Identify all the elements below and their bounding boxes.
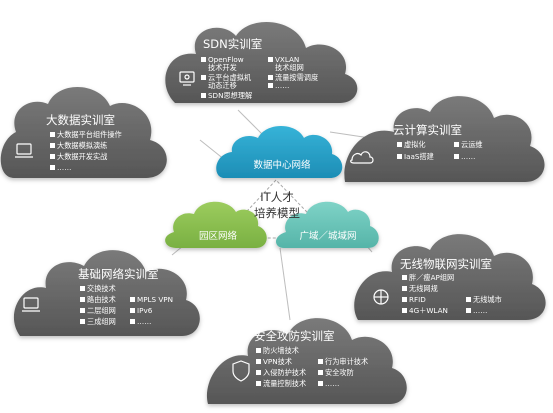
sdn-lab-cloud — [165, 22, 358, 104]
sdn-item: SDN思想理解 — [201, 91, 252, 100]
sdn-item: 云平台虚拟机 — [201, 73, 251, 82]
sdn-item: 技术开发 — [208, 63, 237, 72]
basic-lab-cloud — [13, 250, 200, 336]
basic-item: …… — [130, 317, 151, 326]
basic-lab-title: 基础网络实训室 — [78, 267, 159, 281]
cloud-item: IaaS搭建 — [397, 152, 434, 161]
hub-label-wan: 广域／城域网 — [299, 231, 357, 242]
sdn-item: OpenFlow — [201, 55, 244, 64]
iot-lab-title: 无线物联网实训室 — [400, 257, 492, 271]
basic-item: MPLS VPN — [130, 295, 173, 304]
sdn-item: 技术组网 — [275, 63, 304, 72]
connector-line — [329, 131, 371, 139]
connector-line — [199, 139, 226, 161]
iot-item: 胖／瘦AP组网 — [402, 273, 454, 282]
bigdata-icon — [15, 143, 33, 158]
sdn-item: 动态迁移 — [208, 81, 237, 90]
cloud-item: …… — [454, 152, 475, 161]
center-label: IT人才 培养模型 — [237, 190, 317, 221]
security-item: 防火墙技术 — [256, 346, 299, 355]
iot-icon — [373, 289, 389, 305]
sdn-item: …… — [268, 81, 289, 90]
cloud-icon — [350, 151, 374, 164]
cloud-lab-title: 云计算实训室 — [393, 123, 462, 137]
basic-item: 路由技术 — [80, 295, 116, 304]
security-item: 安全攻防 — [318, 368, 354, 377]
security-item: 入侵防护技术 — [256, 368, 306, 377]
security-lab-title: 安全攻防实训室 — [254, 329, 335, 343]
sdn-item: 流量按需调度 — [268, 73, 318, 82]
basic-item: 二层组网 — [80, 306, 116, 315]
iot-item: 无线网规 — [402, 284, 438, 293]
cloud-item: 云运维 — [454, 140, 483, 149]
center-line-1: IT人才 — [260, 190, 294, 204]
cloud-lab-cloud — [344, 96, 545, 182]
hub-label-campus: 园区网络 — [198, 231, 237, 242]
bigdata-lab-cloud — [0, 86, 167, 178]
bigdata-item: 大数据开发实战 — [50, 152, 107, 161]
hub-label-datacenter: 数据中心网络 — [253, 160, 311, 171]
security-icon — [232, 360, 250, 382]
center-line-2: 培养模型 — [254, 205, 300, 220]
basic-item: 交换技术 — [80, 284, 116, 293]
sdn-icon — [179, 71, 195, 86]
security-item: 行为审计技术 — [318, 357, 368, 366]
hub-cloud-wan — [276, 201, 379, 248]
hub-cloud-campus — [165, 201, 267, 248]
bigdata-item: 大数据模拟演练 — [50, 141, 107, 150]
sdn-lab-title: SDN实训室 — [203, 37, 263, 51]
basic-item: IPv6 — [130, 306, 152, 315]
bigdata-item: …… — [50, 163, 71, 172]
sdn-item: VXLAN — [268, 55, 299, 64]
connector-line — [279, 247, 291, 321]
security-item: VPN技术 — [256, 357, 292, 366]
basic-item: 三成组网 — [80, 317, 116, 326]
iot-item: …… — [466, 306, 487, 315]
bigdata-item: 大数据平台组件操作 — [50, 130, 122, 139]
bigdata-lab-title: 大数据实训室 — [46, 113, 115, 127]
basic-icon — [22, 297, 40, 312]
iot-item: 无线城市 — [466, 295, 502, 304]
security-item: 流量控制技术 — [256, 379, 306, 388]
cloud-item: 虚拟化 — [397, 140, 426, 149]
iot-item: RFID — [402, 295, 426, 304]
iot-item: 4G＋WLAN — [402, 306, 448, 315]
security-item: …… — [318, 379, 339, 388]
hub-cloud-datacenter — [216, 126, 343, 178]
